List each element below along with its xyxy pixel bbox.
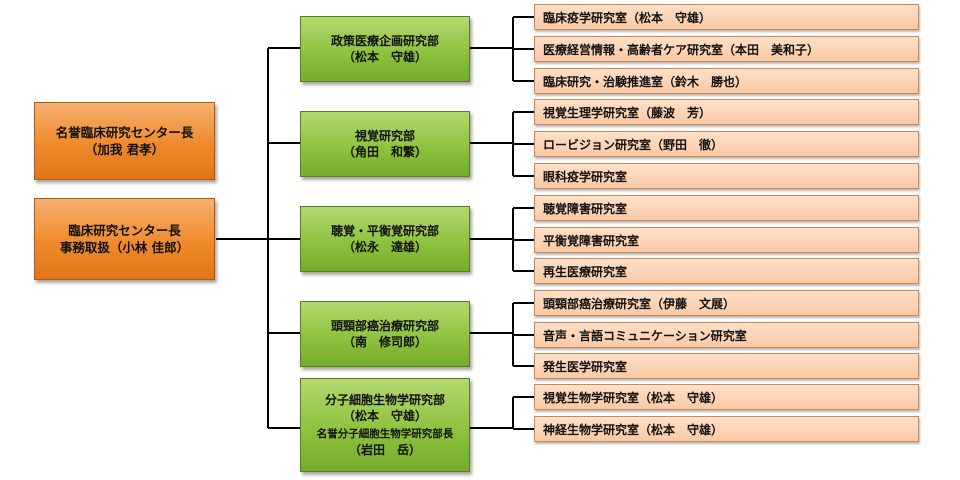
lab-box: 神経生物学研究室（松本 守雄） (534, 416, 919, 442)
lab-box: 眼科疫学研究室 (534, 163, 919, 189)
lab-label: 医療経営情報・高齢者ケア研究室（本田 美和子） (543, 42, 820, 57)
honorary-director-person: （加我 君孝） (84, 142, 165, 157)
lab-box: 聴覚障害研究室 (534, 195, 919, 221)
lab-label: 臨床研究・治験推進室（鈴木 勝也） (543, 74, 748, 89)
honorary-director-box: 名誉臨床研究センター長 （加我 君孝） (34, 102, 215, 180)
lab-label: 頭頸部癌治療研究室（伊藤 文展） (543, 296, 736, 311)
lab-label: 臨床疫学研究室（松本 守雄） (543, 10, 712, 25)
dept-name: 視覚研究部 (354, 129, 415, 143)
lab-label: 音声・言語コミュニケーション研究室 (543, 328, 747, 343)
lab-label: 神経生物学研究室（松本 守雄） (543, 422, 724, 437)
lab-box: 視覚生理学研究室（藤波 芳） (534, 99, 919, 125)
dept-head: （松本 守雄） (342, 409, 427, 423)
dept-name: 聴覚・平衡覚研究部 (330, 224, 439, 238)
dept-head-neck-cancer: 頭頸部癌治療研究部 （南 修司郎） (300, 301, 470, 367)
dept-name: 政策医療企画研究部 (330, 34, 439, 48)
dept-policy-medical-planning: 政策医療企画研究部 （松本 守雄） (300, 16, 470, 82)
lab-box: 平衡覚障害研究室 (534, 227, 919, 253)
honorary-director-title: 名誉臨床研究センター長 (55, 125, 194, 140)
lab-box: 頭頸部癌治療研究室（伊藤 文展） (534, 290, 919, 316)
lab-box: ロービジョン研究室（野田 徹） (534, 131, 919, 157)
dept-name: 頭頸部癌治療研究部 (330, 319, 439, 333)
lab-box: 臨床研究・治験推進室（鈴木 勝也） (534, 68, 919, 94)
lab-label: 視覚生理学研究室（藤波 芳） (543, 105, 712, 120)
dept-hearing-balance: 聴覚・平衡覚研究部 （松永 達雄） (300, 206, 470, 272)
dept-vision: 視覚研究部 （角田 和繁） (300, 111, 470, 177)
director-box: 臨床研究センター長 事務取扱（小林 佳郎） (34, 198, 215, 280)
lab-box: 臨床疫学研究室（松本 守雄） (534, 4, 919, 30)
dept-name: 分子細胞生物学研究部 (324, 393, 445, 407)
lab-box: 発生医学研究室 (534, 353, 919, 379)
dept-molecular-cell-biology: 分子細胞生物学研究部 （松本 守雄） 名誉分子細胞生物学研究部長 （岩田 岳） (300, 378, 470, 472)
lab-label: 視覚生物学研究室（松本 守雄） (543, 390, 724, 405)
director-person: 事務取扱（小林 佳郎） (59, 240, 190, 255)
lab-box: 視覚生物学研究室（松本 守雄） (534, 384, 919, 410)
lab-label: 平衡覚障害研究室 (543, 233, 640, 248)
lab-label: 再生医療研究室 (543, 264, 628, 279)
dept-head: （南 修司郎） (342, 335, 427, 349)
dept-sub-person: （岩田 岳） (348, 443, 421, 457)
dept-head: （松本 守雄） (342, 50, 427, 64)
lab-label: 発生医学研究室 (543, 359, 628, 374)
lab-box: 再生医療研究室 (534, 258, 919, 284)
lab-label: ロービジョン研究室（野田 徹） (543, 137, 724, 152)
dept-sub-title: 名誉分子細胞生物学研究部長 (316, 428, 454, 440)
lab-box: 音声・言語コミュニケーション研究室 (534, 322, 919, 348)
director-title: 臨床研究センター長 (68, 223, 181, 238)
lab-label: 眼科疫学研究室 (543, 169, 628, 184)
dept-head: （角田 和繁） (342, 145, 427, 159)
lab-label: 聴覚障害研究室 (543, 201, 628, 216)
dept-head: （松永 達雄） (342, 240, 427, 254)
lab-box: 医療経営情報・高齢者ケア研究室（本田 美和子） (534, 36, 919, 62)
